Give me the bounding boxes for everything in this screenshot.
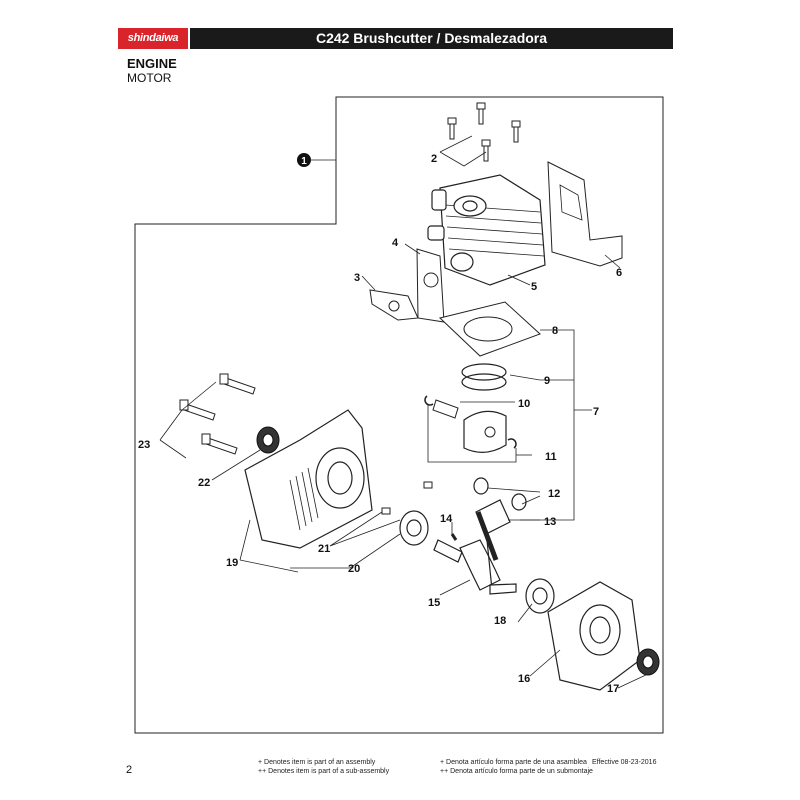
piston-pin <box>432 399 459 419</box>
cylinder-bolts <box>447 102 521 162</box>
callout-5: 5 <box>531 281 537 293</box>
section-title-es: MOTOR <box>127 71 172 85</box>
callout-21: 21 <box>318 543 330 555</box>
thrust-washer-bottom <box>511 493 527 511</box>
callout-23: 23 <box>138 439 150 451</box>
crankcase-left <box>244 409 373 549</box>
intake-gasket <box>369 289 419 321</box>
callout-17: 17 <box>607 683 619 695</box>
page-header: shindaiwa C242 Brushcutter / Desmalezado… <box>118 28 673 49</box>
cylinder-gasket <box>438 301 541 357</box>
shindaiwa-logo: shindaiwa <box>118 28 188 49</box>
footer-note-subassembly-en: ++ Denotes item is part of a sub-assembl… <box>258 768 390 775</box>
leader-lines <box>159 135 649 689</box>
page-number: 2 <box>126 764 133 776</box>
dowel-pin-top <box>423 481 433 489</box>
callout-10: 10 <box>518 398 530 410</box>
callout-6: 6 <box>616 267 622 279</box>
piston-ring-top <box>461 363 507 381</box>
oil-seal-left <box>256 426 280 454</box>
connecting-rod <box>475 511 499 561</box>
callout-14: 14 <box>440 513 453 525</box>
thrust-washer-top <box>473 477 489 495</box>
crankcase-right <box>547 581 641 691</box>
piston-clip-left <box>424 395 434 406</box>
callout-20: 20 <box>348 563 360 575</box>
footer-notes-en: + Denotes item is part of an assembly ++… <box>258 758 389 776</box>
assembly-outline <box>134 96 664 734</box>
callout-19: 19 <box>226 557 238 569</box>
callout-2: 2 <box>431 153 437 165</box>
piston-clip-right <box>507 438 517 449</box>
callout-11: 11 <box>545 451 557 463</box>
footer-note-subassembly-es: ++ Denota artículo forma parte de un sub… <box>440 768 593 775</box>
callout-12: 12 <box>548 488 560 500</box>
callout-4: 4 <box>392 237 399 249</box>
callout-16: 16 <box>518 673 530 685</box>
cylinder-cover <box>547 161 623 267</box>
callout-13: 13 <box>544 516 556 528</box>
dowel-pin-bottom <box>381 507 391 515</box>
footer-note-assembly-es: + Denota artículo forma parte de una asa… <box>440 759 587 766</box>
callout-9: 9 <box>544 375 550 387</box>
footer-notes-es: + Denota artículo forma parte de una asa… <box>440 758 593 776</box>
page-title: C242 Brushcutter / Desmalezadora <box>190 28 673 49</box>
effective-date: Effective 08-23-2016 <box>592 759 657 766</box>
insulator-gasket <box>416 248 445 323</box>
callout-labels: 2 3 4 5 6 7 8 9 10 11 12 13 14 15 16 17 … <box>138 153 622 695</box>
callout-8: 8 <box>552 325 558 337</box>
oil-seal-right <box>636 648 660 676</box>
footer-note-assembly-en: + Denotes item is part of an assembly <box>258 759 376 766</box>
main-bearing-right <box>525 578 555 614</box>
piston-ring-bottom <box>461 373 507 391</box>
callout-15: 15 <box>428 597 440 609</box>
woodruff-key <box>450 533 458 541</box>
main-bearing-left <box>399 510 429 546</box>
section-title-en: ENGINE <box>127 56 177 71</box>
callout-1: 1 <box>301 156 307 167</box>
callout-1-marker <box>297 153 311 167</box>
cylinder <box>427 174 546 286</box>
callout-22: 22 <box>198 477 210 489</box>
callout-7: 7 <box>593 406 599 418</box>
callout-3: 3 <box>354 272 360 284</box>
crankcase-bolts <box>179 373 256 455</box>
callout-18: 18 <box>494 615 506 627</box>
